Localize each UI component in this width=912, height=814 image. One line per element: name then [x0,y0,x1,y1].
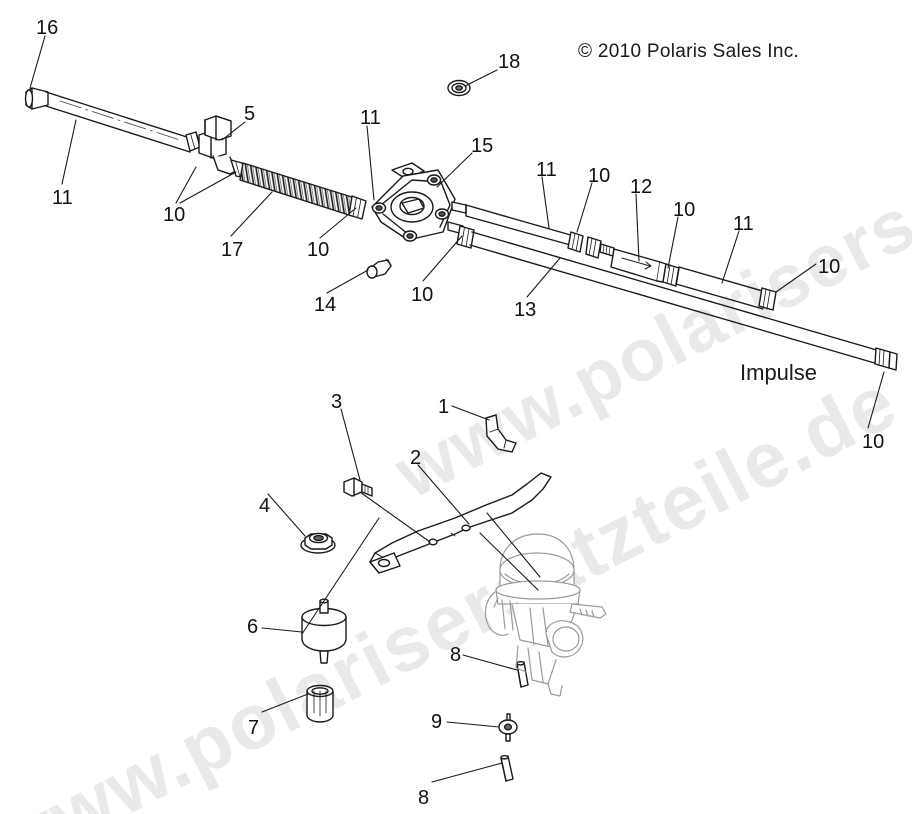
part-8-roll-pin-a [516,661,529,688]
callout-number-6: 6 [247,616,259,638]
callout-number-10: 10 [818,256,841,278]
copyright-notice: © 2010 Polaris Sales Inc. [578,41,800,62]
leader-8a [462,654,518,671]
part-1-elbow-fitting [485,414,517,453]
callout-number-10: 10 [673,199,696,221]
leader-10c-left [175,166,197,204]
leader-3 [340,408,361,481]
part-11-fuel-line-upper-right [465,204,575,247]
leader-11b [541,176,550,229]
leader-2b [301,517,380,635]
callout-number-5: 5 [244,103,256,125]
leader-10c-right [179,171,237,204]
part-10-clamp-c [348,195,367,220]
callout-number-11: 11 [536,159,557,181]
part-11-fuel-line-left [45,91,191,153]
leader-5 [221,121,246,141]
leader-10a [576,182,593,233]
leader-7 [261,693,309,713]
callout-number-8: 8 [450,644,462,666]
callout-number-10: 10 [862,431,885,453]
leader-carb-a [486,512,541,578]
part-10-clamp-i [874,347,898,371]
hose-connector-small [599,243,615,257]
pump-bolt [426,174,442,186]
part-4-flange-nut [300,532,336,554]
part-15-fuel-pump [371,162,467,242]
part-10-clamp-a [185,131,201,152]
leader-2a [417,464,470,525]
leader-10b [667,216,679,269]
callout-number-1: 1 [438,396,450,418]
part-9-cotter-pin [498,713,518,742]
callout-number-10: 10 [307,239,330,261]
part-3-bolt [343,477,373,497]
leader-9 [446,721,500,728]
leader-18 [464,69,498,87]
leader-14 [326,269,369,294]
callout-number-4: 4 [259,495,271,517]
leader-6 [261,627,303,633]
leader-1 [451,405,490,421]
pump-bolt [434,208,450,220]
callout-number-16: 16 [36,17,59,39]
reference-carburetor [484,533,607,697]
leader-12 [635,193,640,262]
leader-4 [267,493,306,537]
part-6-inline-fuel-filter [301,598,347,664]
leader-carb-b [479,532,539,591]
leader-10g [867,371,885,429]
leader-10d [319,207,357,239]
part-5-fuel-valve [198,115,237,175]
callout-number-10: 10 [588,165,611,187]
pump-bolt [371,202,387,214]
leader-17 [230,191,273,237]
pump-bolt [402,230,418,242]
leader-11a [366,125,375,201]
part-16-hose-end-cap [24,87,49,110]
callout-number-18: 18 [498,51,521,73]
callout-number-10: 10 [163,204,186,226]
part-10-clamp-g [662,263,680,287]
part-8-roll-pin-b [500,755,514,782]
callout-number-12: 12 [630,176,653,198]
callout-number-10: 10 [411,284,434,306]
leader-3b [359,491,431,543]
part-11-fuel-line-right [675,266,767,310]
callout-number-7: 7 [248,717,260,739]
part-2-mounting-bracket [369,472,552,574]
part-14-rubber-plug [366,258,392,279]
part-10-clamp-f [585,236,602,259]
impulse-label: Impulse [740,360,818,385]
leader-16 [29,35,46,89]
callout-number-8: 8 [418,787,430,809]
part-13-impulse-hose [469,231,881,365]
leader-13 [526,257,561,298]
part-18-grommet-washer [447,79,471,97]
part-10-clamp-d [456,225,475,249]
callout-number-2: 2 [410,447,422,469]
callout-number-14: 14 [314,294,337,316]
leader-10f [422,235,463,282]
leader-15 [436,152,473,188]
leader-11c [61,119,77,185]
leader-10e [775,263,817,293]
leader-lines [29,35,885,783]
callout-number-11: 11 [360,107,381,129]
callout-number-17: 17 [221,239,244,261]
leader-11d [721,230,740,284]
callout-number-13: 13 [514,299,537,321]
part-7-fuel-filter-screen [306,684,334,723]
callout-number-3: 3 [331,391,343,413]
callout-number-15: 15 [471,135,494,157]
part-10-clamp-e [567,231,584,253]
part-10-clamp-h [758,287,777,311]
callout-number-9: 9 [431,711,443,733]
callout-number-11: 11 [52,187,73,209]
callout-number-11: 11 [733,213,754,235]
leader-8b [431,762,503,783]
